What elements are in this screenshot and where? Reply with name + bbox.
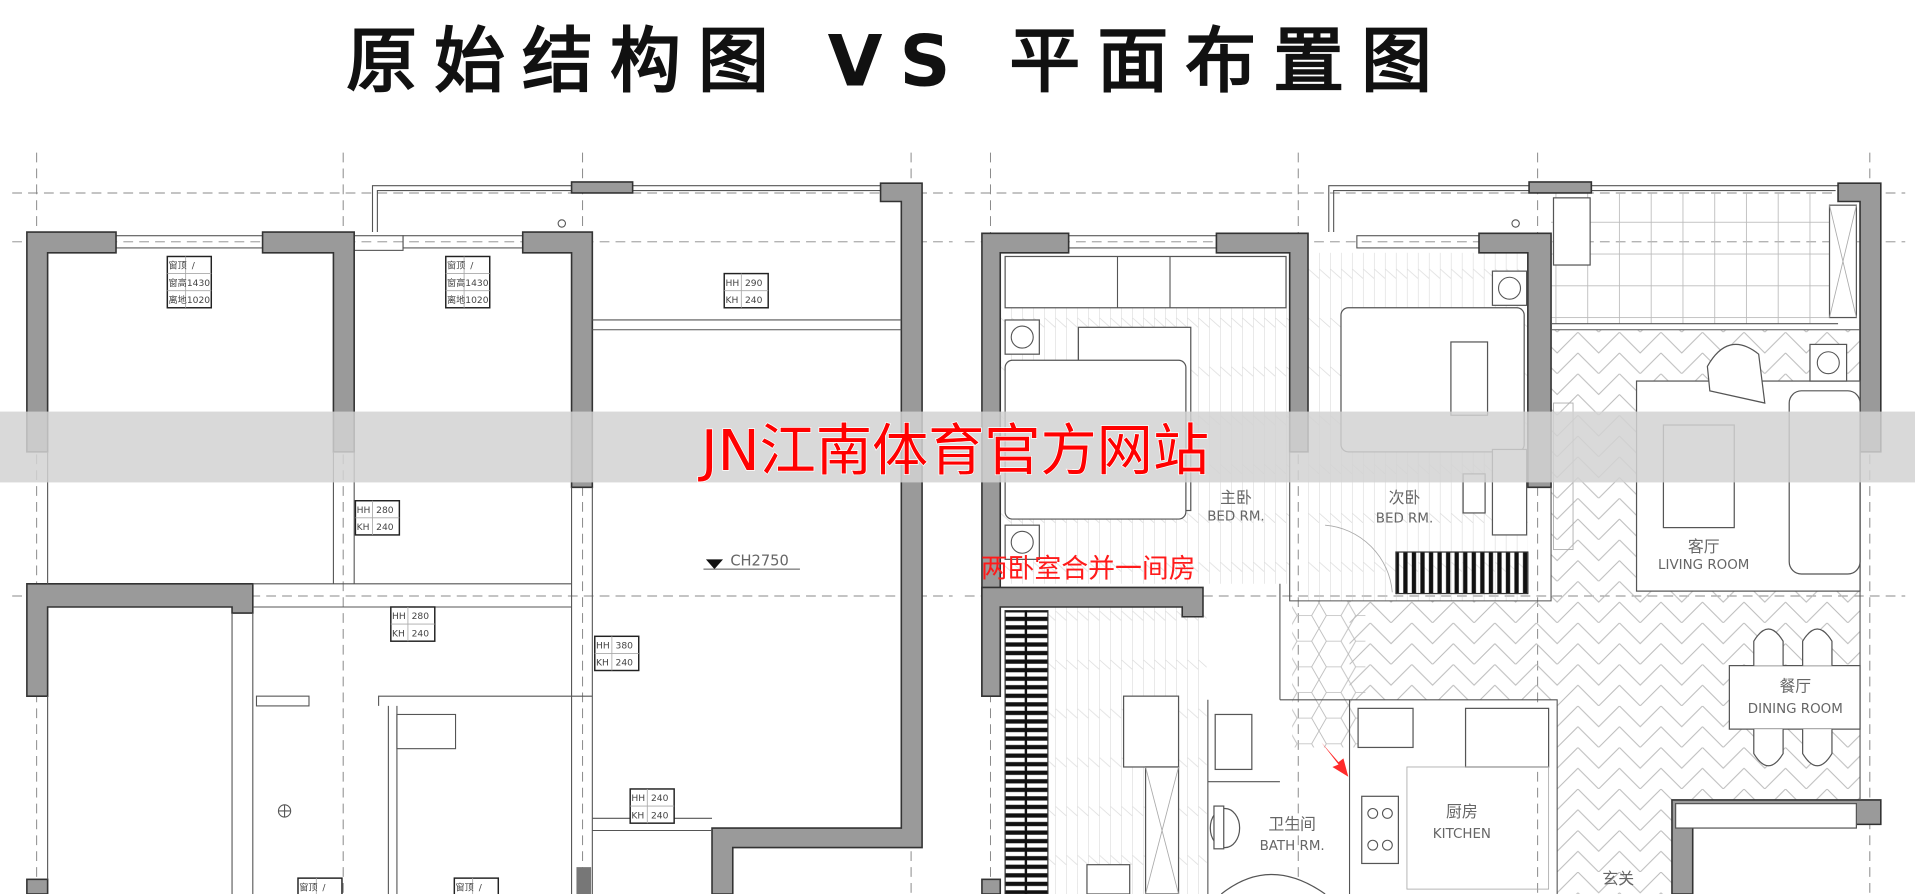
svg-text:240: 240: [651, 811, 669, 821]
svg-text:/: /: [322, 883, 326, 893]
svg-text:餐厅: 餐厅: [1779, 676, 1811, 695]
watermark-band: [0, 411, 1915, 483]
svg-text:BED RM.: BED RM.: [1207, 509, 1264, 524]
room-label-bathroom: 卫生间 BATH RM.: [1260, 814, 1325, 854]
svg-text:240: 240: [376, 523, 394, 533]
svg-text:HH: HH: [596, 642, 610, 652]
furniture-layout-plan: 主卧 BED RM. 次卧 BED RM. 客厅 LIVING ROOM 餐厅 …: [981, 181, 1882, 894]
svg-text:KH: KH: [392, 629, 405, 639]
svg-text:/: /: [192, 262, 196, 272]
svg-text:KH: KH: [357, 523, 370, 533]
svg-text:1020: 1020: [187, 296, 210, 306]
svg-text:窗顶: 窗顶: [299, 881, 317, 893]
svg-text:240: 240: [745, 296, 763, 306]
door-tag: HH 280 KH 240: [390, 606, 436, 642]
svg-text:280: 280: [412, 612, 430, 622]
ceiling-height-marker: CH2750: [703, 552, 800, 570]
svg-text:1430: 1430: [187, 279, 210, 289]
door-tag: HH 280 KH 240: [354, 500, 401, 536]
svg-text:HH: HH: [725, 279, 739, 289]
svg-text:玄关: 玄关: [1602, 869, 1634, 888]
merge-annotation: 两卧室合并一间房: [981, 554, 1196, 585]
svg-text:1020: 1020: [465, 296, 488, 306]
svg-text:240: 240: [651, 794, 669, 804]
window-tag: 窗顶 /: [297, 877, 343, 894]
svg-text:KITCHEN: KITCHEN: [1433, 827, 1491, 842]
svg-text:离地: 离地: [447, 294, 465, 306]
svg-text:LIVING ROOM: LIVING ROOM: [1658, 558, 1749, 573]
svg-text:CH2750: CH2750: [730, 552, 788, 569]
svg-text:HH: HH: [631, 794, 645, 804]
svg-text:主卧: 主卧: [1220, 488, 1252, 507]
svg-text:窗高: 窗高: [447, 277, 465, 289]
svg-text:380: 380: [616, 642, 634, 652]
room-label-master-bedroom: 主卧 BED RM.: [1207, 488, 1264, 524]
svg-text:窗顶: 窗顶: [456, 881, 474, 893]
room-label-entrance: 玄关: [1602, 869, 1634, 888]
room-label-second-bedroom: 次卧 BED RM.: [1376, 488, 1433, 527]
svg-text:KH: KH: [725, 296, 738, 306]
svg-text:1430: 1430: [465, 279, 488, 289]
svg-text:290: 290: [745, 279, 763, 289]
svg-text:窗高: 窗高: [169, 277, 187, 289]
svg-text:280: 280: [376, 506, 394, 516]
svg-text:窗顶: 窗顶: [447, 260, 465, 272]
svg-text:厨房: 厨房: [1446, 802, 1478, 821]
svg-text:KH: KH: [596, 659, 609, 669]
red-arrow-icon: [1321, 742, 1349, 777]
door-tag: HH 290 KH 240: [723, 272, 769, 309]
svg-text:BED RM.: BED RM.: [1376, 512, 1433, 527]
room-label-kitchen: 厨房 KITCHEN: [1433, 802, 1491, 842]
svg-text:卫生间: 卫生间: [1268, 814, 1316, 833]
svg-text:240: 240: [412, 629, 430, 639]
svg-text:/: /: [470, 262, 474, 272]
svg-text:HH: HH: [392, 612, 406, 622]
svg-text:次卧: 次卧: [1389, 488, 1421, 507]
window-tag: 窗顶 /: [453, 877, 500, 894]
page-title: 原始结构图 VS 平面布置图: [346, 19, 1449, 102]
svg-text:BATH RM.: BATH RM.: [1260, 839, 1325, 854]
room-label-dining-room: 餐厅 DINING ROOM: [1748, 676, 1843, 717]
svg-text:/: /: [479, 883, 483, 893]
room-label-living-room: 客厅 LIVING ROOM: [1658, 537, 1749, 573]
door-tag: HH 380 KH 240: [594, 635, 640, 672]
door-tag: HH 240 KH 240: [629, 788, 675, 824]
svg-text:240: 240: [616, 659, 634, 669]
svg-text:客厅: 客厅: [1688, 537, 1720, 556]
svg-text:DINING ROOM: DINING ROOM: [1748, 702, 1843, 717]
svg-text:KH: KH: [631, 811, 644, 821]
svg-text:离地: 离地: [169, 294, 187, 306]
watermark-text: JN江南体育官方网站: [698, 419, 1209, 484]
svg-text:窗顶: 窗顶: [169, 260, 187, 272]
svg-text:HH: HH: [357, 506, 371, 516]
level-triangle-icon: [705, 559, 724, 570]
